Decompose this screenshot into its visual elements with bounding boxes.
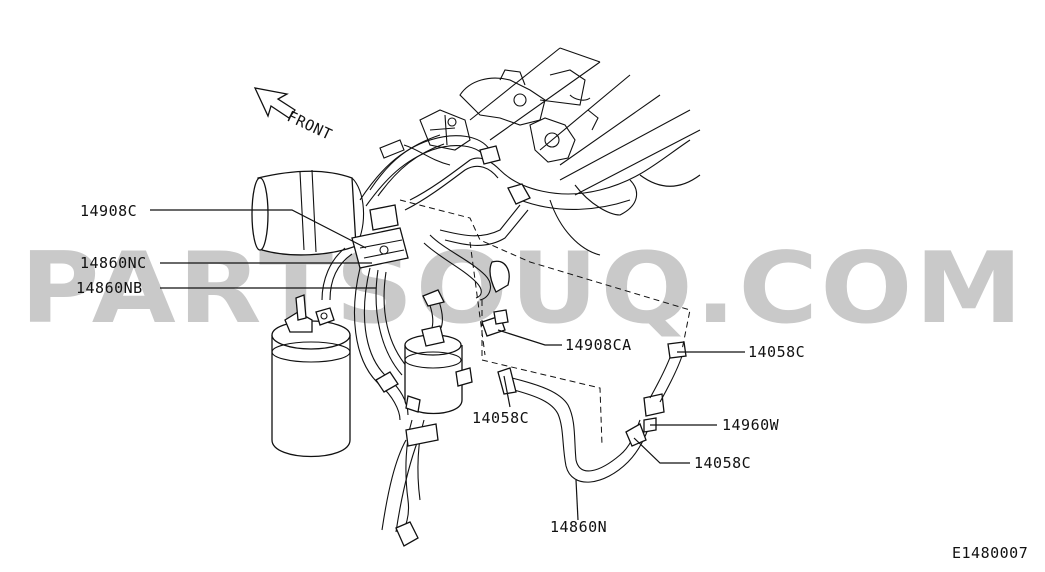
part-label-14860NB: 14860NB xyxy=(76,279,143,297)
upper-hoses xyxy=(359,134,531,301)
figure-code: E1480007 xyxy=(952,544,1028,562)
front-label: FRONT xyxy=(284,107,335,143)
purge-filter xyxy=(404,289,473,415)
center-clamp xyxy=(351,204,409,269)
watermark-text: PARTSOUQ.COM xyxy=(20,232,1025,346)
part-label-14860NC: 14860NC xyxy=(80,254,147,272)
routing-dashes xyxy=(399,199,691,446)
evap-canister xyxy=(271,247,353,458)
part-label-14058C-upper: 14058C xyxy=(748,343,805,361)
part-label-14908C: 14908C xyxy=(80,202,137,220)
front-arrow-icon xyxy=(253,87,296,119)
air-duct xyxy=(251,169,365,256)
clamp-14908CA xyxy=(481,309,509,337)
part-label-14058C-lower: 14058C xyxy=(694,454,751,472)
part-label-14960W: 14960W xyxy=(722,416,780,434)
leader-lines xyxy=(150,209,745,521)
part-label-14908CA: 14908CA xyxy=(565,336,632,354)
hose-14860N xyxy=(497,341,687,483)
part-label-14058C-center: 14058C xyxy=(472,409,529,427)
part-label-14860N: 14860N xyxy=(550,518,607,536)
intake-manifold xyxy=(419,47,701,256)
